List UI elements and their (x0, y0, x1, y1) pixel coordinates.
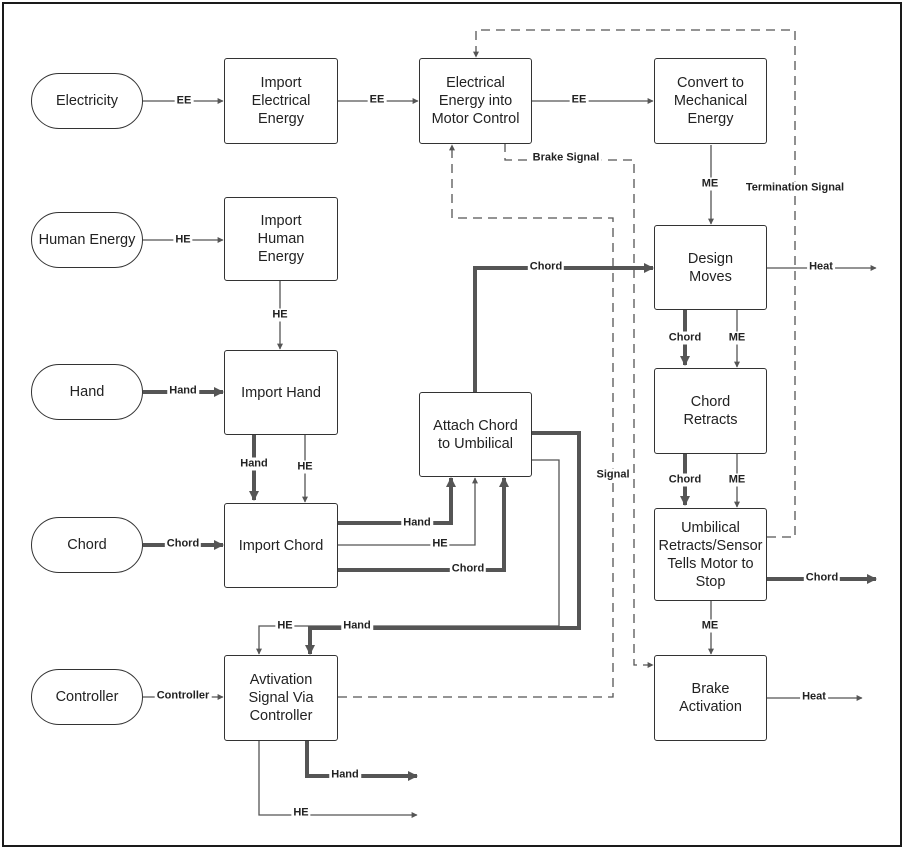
brake-activation: Brake Activation (654, 655, 767, 741)
label-chord: Chord (666, 331, 704, 345)
node-text: Import Hand (241, 384, 321, 401)
label-termination-signal: Termination Signal (743, 181, 847, 195)
attach-chord-to-umbilical: Attach Chord to Umbilical (419, 392, 532, 477)
label-hand: Hand (167, 384, 199, 398)
node-text: Hand (69, 384, 105, 400)
label-ee: EE (367, 93, 387, 107)
label-brake-signal: Brake Signal (530, 151, 602, 165)
design-moves: Design Moves (654, 225, 767, 310)
label-he: HE (270, 308, 290, 322)
label-he: HE (430, 537, 450, 551)
label-hand: Hand (329, 768, 361, 782)
label-heat: Heat (807, 260, 835, 274)
label-chord: Chord (666, 473, 704, 487)
label-he: HE (275, 619, 295, 633)
import-chord: Import Chord (224, 503, 338, 588)
input-chord: Chord (31, 517, 143, 573)
label-me: ME (726, 331, 748, 345)
chord-retracts: Chord Retracts (654, 368, 767, 454)
node-text: Umbilical Retracts/Sensor Tells Motor to… (658, 519, 763, 590)
label-he: HE (173, 233, 193, 247)
flow-hand-output (305, 741, 418, 781)
node-text: Electricity (55, 93, 119, 109)
label-chord: Chord (164, 537, 202, 551)
label-me: ME (699, 619, 721, 633)
convert-to-mechanical-energy: Convert to Mechanical Energy (654, 58, 767, 144)
label-chord: Chord (527, 260, 565, 274)
flow-chord-to-attach (338, 477, 509, 572)
umbilical-retracts-sensor: Umbilical Retracts/Sensor Tells Motor to… (654, 508, 767, 601)
node-text: Electrical Energy into Motor Control (431, 75, 520, 127)
input-hand: Hand (31, 364, 143, 420)
label-signal: Signal (594, 468, 632, 482)
node-text: Attach Chord to Umbilical (433, 417, 518, 452)
flow-hand-loop (305, 431, 581, 655)
flow-hand-to-attach (338, 477, 456, 525)
node-text: Import Electrical Energy (251, 75, 311, 127)
input-electricity: Electricity (31, 73, 143, 129)
label-heat: Heat (800, 690, 828, 704)
flow-termination-signal (473, 29, 796, 538)
label-controller: Controller (154, 689, 212, 703)
label-ee: EE (174, 94, 194, 108)
flow-he-loop (256, 459, 560, 655)
label-me: ME (699, 177, 721, 191)
label-chord: Chord (803, 571, 841, 585)
activation-signal-via-controller: Avtivation Signal Via Controller (224, 655, 338, 741)
input-controller: Controller (31, 669, 143, 725)
node-text: Chord Retracts (683, 394, 738, 428)
flow-he-to-attach (338, 477, 478, 546)
flow-chord-to-design (473, 263, 654, 392)
label-hand: Hand (401, 516, 433, 530)
label-chord: Chord (449, 562, 487, 576)
node-text: Design Moves (687, 250, 734, 285)
flow-signal-dashed (338, 144, 614, 698)
node-text: Convert to Mechanical Energy (673, 75, 748, 127)
node-text: Human Energy (38, 232, 136, 248)
label-ee: EE (569, 93, 589, 107)
node-text: Controller (55, 689, 119, 705)
node-text: Import Human Energy (257, 213, 305, 265)
node-text: Import Chord (238, 537, 324, 554)
label-he: HE (291, 806, 311, 820)
input-human-energy: Human Energy (31, 212, 143, 268)
label-hand: Hand (238, 457, 270, 471)
label-hand: Hand (341, 619, 373, 633)
flow-he-output (258, 741, 418, 818)
node-text: Brake Activation (679, 681, 742, 715)
import-hand: Import Hand (224, 350, 338, 435)
import-electrical-energy: Import Electrical Energy (224, 58, 338, 144)
node-text: Avtivation Signal Via Controller (248, 672, 314, 724)
import-human-energy: Import Human Energy (224, 197, 338, 281)
node-text: Chord (67, 537, 107, 553)
label-he: HE (295, 460, 315, 474)
electrical-energy-into-motor-control: Electrical Energy into Motor Control (419, 58, 532, 144)
label-me: ME (726, 473, 748, 487)
